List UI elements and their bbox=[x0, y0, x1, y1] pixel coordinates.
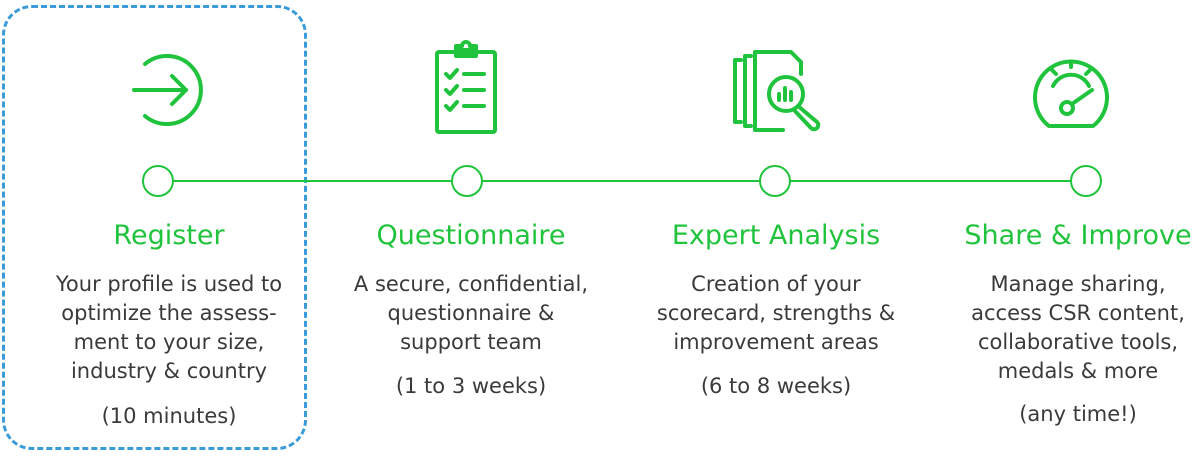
description-line: A secure, confidential, bbox=[353, 272, 589, 296]
description-line: medals & more bbox=[997, 359, 1159, 383]
description-line: collaborative tools, bbox=[977, 330, 1179, 354]
step-title: Share & Improve bbox=[964, 220, 1192, 251]
timeline-node bbox=[1070, 165, 1102, 197]
step-title: Questionnaire bbox=[376, 220, 566, 251]
clipboard-checklist-icon bbox=[412, 40, 522, 140]
description-line: Manage sharing, bbox=[990, 272, 1166, 296]
timeline-node bbox=[451, 165, 483, 197]
description-line: scorecard, strengths & bbox=[656, 301, 896, 325]
description-line: industry & country bbox=[70, 359, 268, 383]
step-duration: (any time!) bbox=[1019, 402, 1137, 426]
step-description: Manage sharing, access CSR content, coll… bbox=[933, 270, 1204, 386]
description-line: support team bbox=[400, 330, 542, 354]
step-duration: (10 minutes) bbox=[101, 404, 237, 428]
step-duration: (1 to 3 weeks) bbox=[395, 374, 547, 398]
description-line: access CSR content, bbox=[971, 301, 1185, 325]
step-description: Your profile is used to optimize the ass… bbox=[24, 270, 314, 386]
timeline-node bbox=[759, 165, 791, 197]
sign-in-icon bbox=[114, 40, 224, 140]
current-step-highlight bbox=[2, 5, 307, 450]
step-duration: (6 to 8 weeks) bbox=[700, 374, 852, 398]
step-description: A secure, confidential, questionnaire & … bbox=[326, 270, 616, 357]
description-line: Creation of your bbox=[691, 272, 861, 296]
step-description: Creation of your scorecard, strengths & … bbox=[631, 270, 921, 357]
description-line: improvement areas bbox=[673, 330, 879, 354]
document-magnifier-icon bbox=[721, 40, 831, 140]
timeline-line bbox=[172, 180, 1071, 182]
description-line: Your profile is used to bbox=[55, 272, 283, 296]
description-line: ment to your size, bbox=[73, 330, 265, 354]
description-line: optimize the assess- bbox=[61, 301, 277, 325]
description-line: questionnaire & bbox=[387, 301, 555, 325]
step-title: Expert Analysis bbox=[671, 220, 881, 251]
step-title: Register bbox=[113, 220, 225, 251]
timeline-node bbox=[142, 165, 174, 197]
speedometer-gauge-icon bbox=[1016, 40, 1126, 140]
